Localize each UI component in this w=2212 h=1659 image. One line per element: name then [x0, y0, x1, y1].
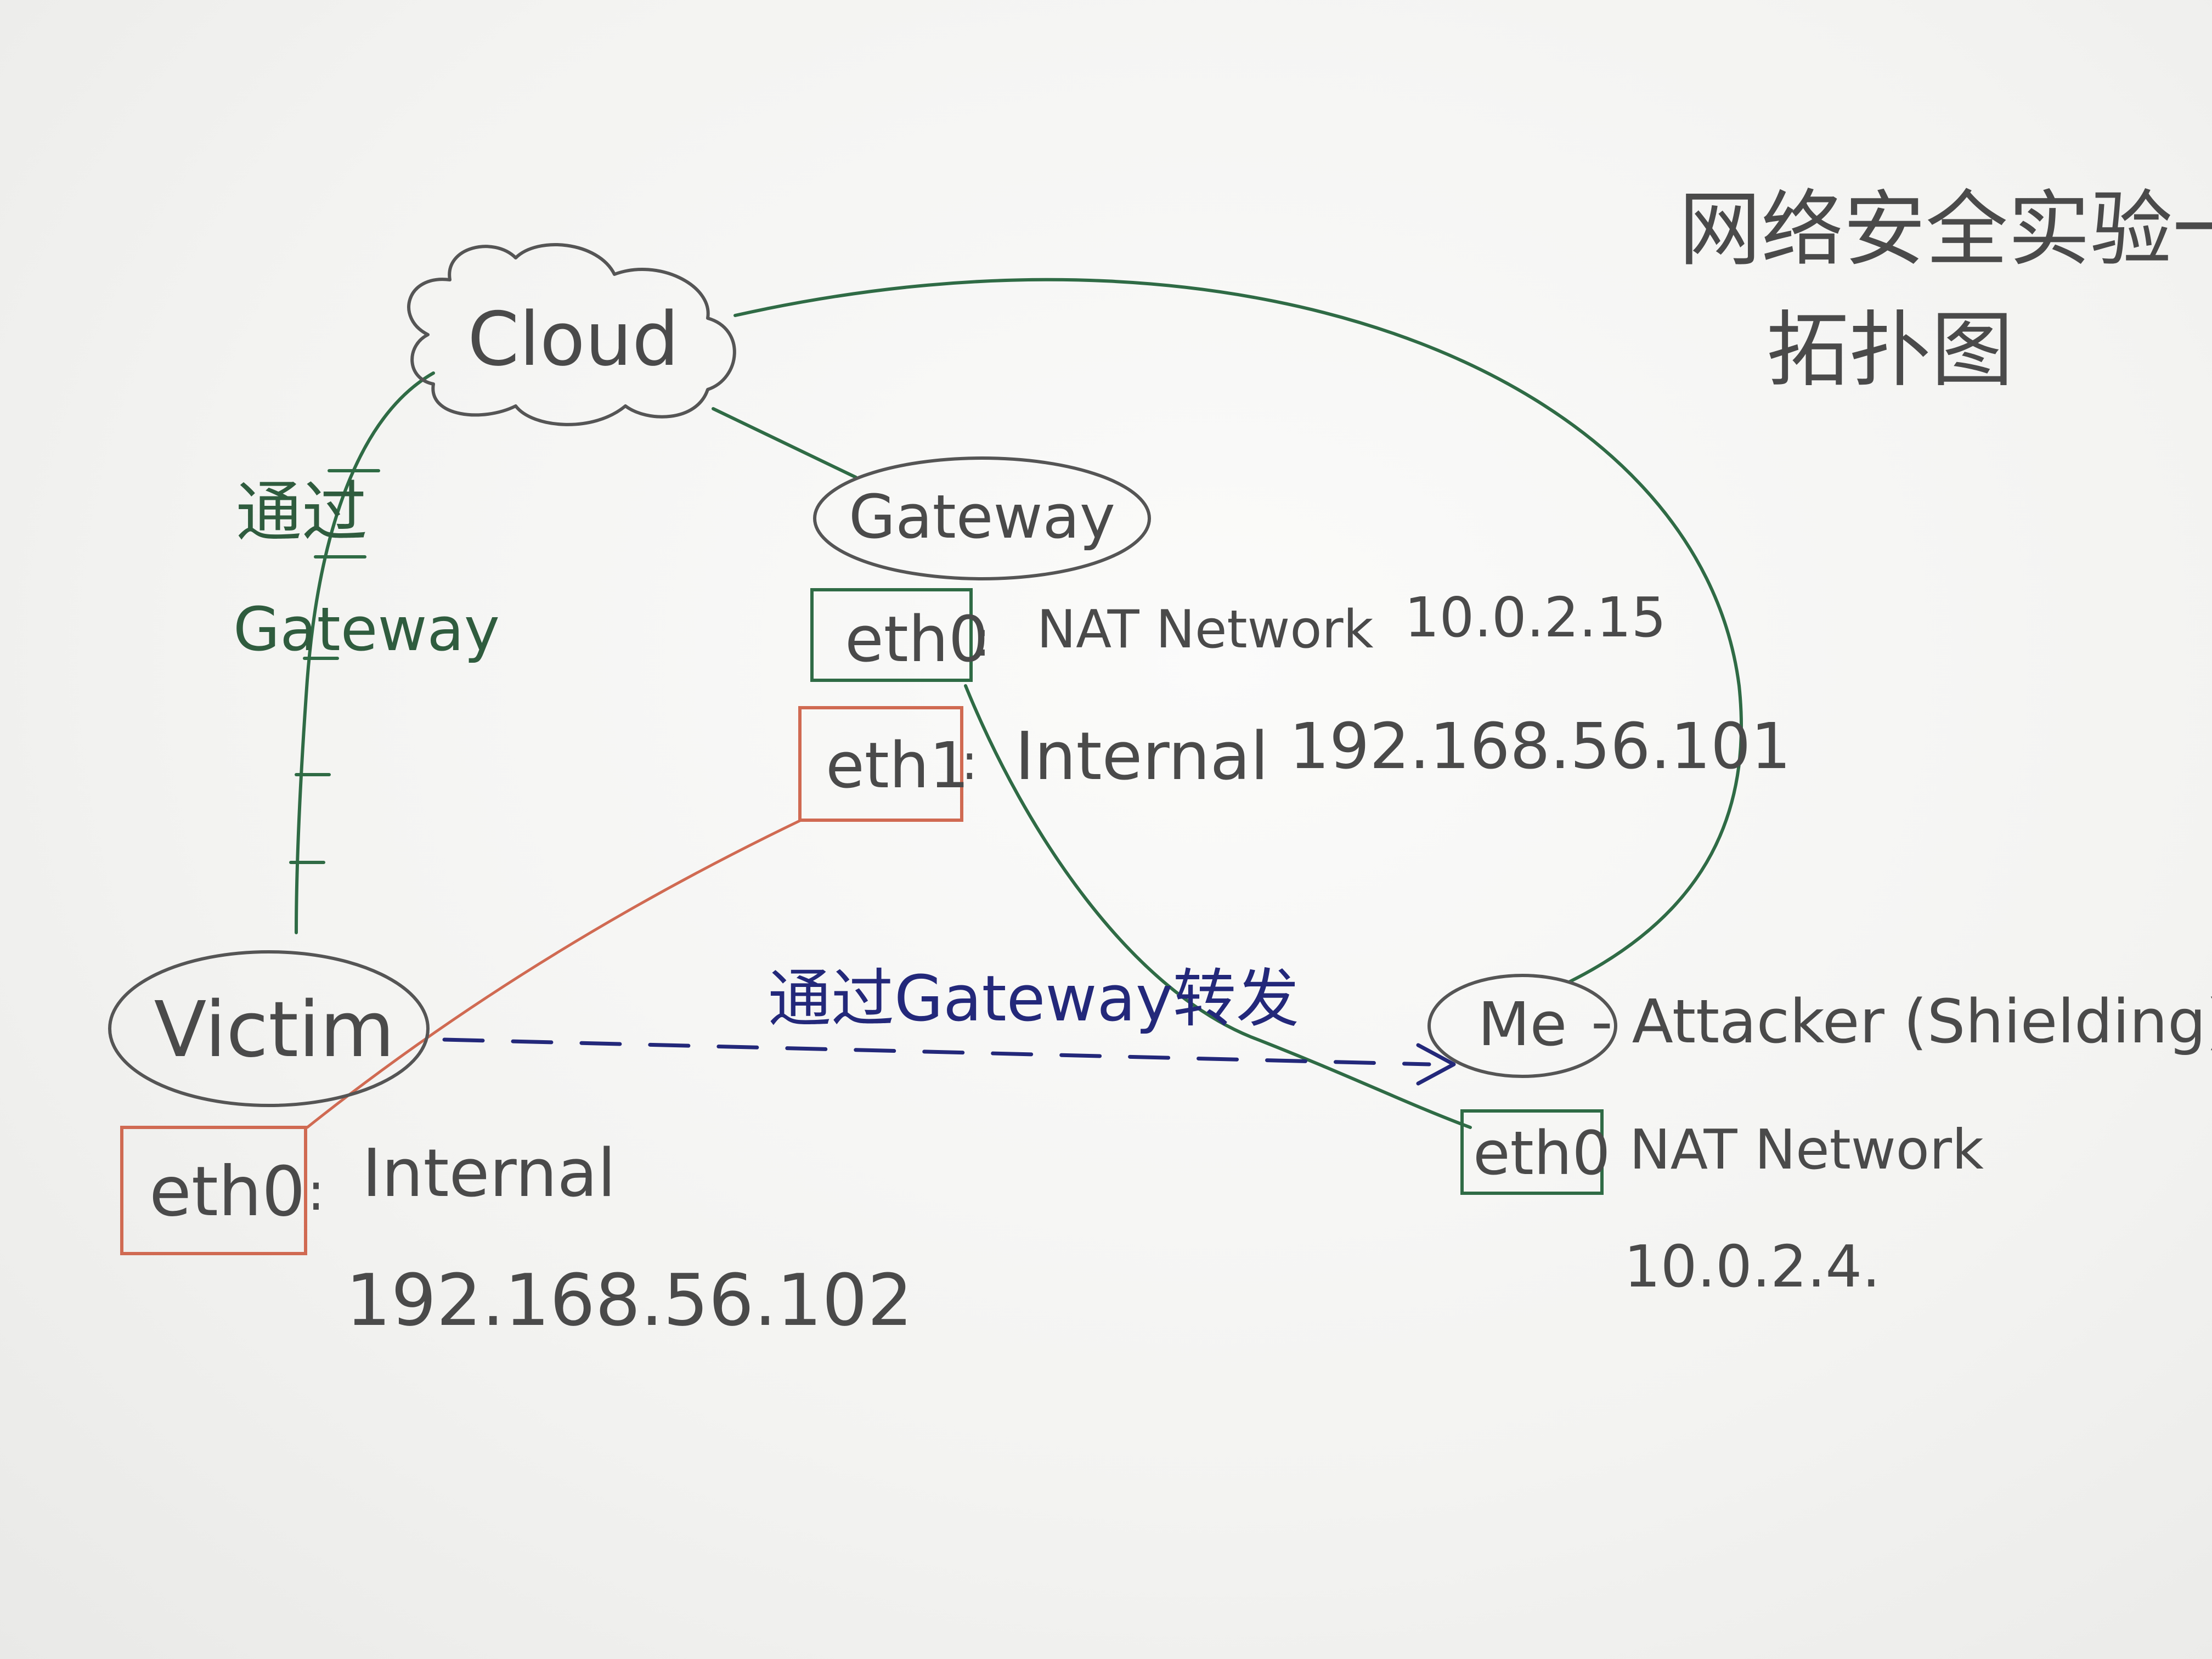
me-node: Me	[1427, 974, 1617, 1078]
gateway-eth1-separator: :	[961, 733, 978, 791]
link-cloud-gateway	[712, 407, 857, 479]
victim-ellipse	[108, 950, 430, 1107]
link-gateway-eth0-me-eth0	[964, 684, 1472, 1129]
me-eth0-interface: eth0 NAT Network 10.0.2.4.	[1460, 1109, 1984, 1300]
gateway-label: Gateway	[849, 482, 1115, 552]
gateway-eth0-name: eth0	[845, 603, 989, 676]
victim-eth0-name: eth0	[149, 1152, 306, 1232]
victim-eth0-ip: 192.168.56.102	[346, 1259, 913, 1342]
gateway-eth1-interface: eth1 : Internal 192.168.56.101	[798, 706, 1791, 822]
me-eth0-name: eth0	[1473, 1118, 1611, 1188]
victim-node: Victim	[108, 950, 430, 1107]
me-eth0-ip: 10.0.2.4.	[1624, 1233, 1881, 1300]
gateway-eth0-ip: 10.0.2.15	[1404, 585, 1666, 650]
link-gateway-eth1-victim-eth0	[306, 819, 803, 1129]
gateway-eth0-separator: :	[974, 610, 990, 668]
diagram-title: 网络安全实验一	[1679, 182, 2212, 278]
link-hatch-marks	[289, 469, 380, 864]
victim-eth0-network: Internal	[362, 1136, 616, 1212]
victim-eth0-box	[120, 1126, 307, 1255]
victim-label: Victim	[154, 985, 395, 1075]
gateway-eth1-network: Internal	[1015, 719, 1268, 795]
gateway-eth1-ip: 192.168.56.101	[1289, 710, 1791, 783]
victim-eth0-separator: :	[307, 1162, 325, 1222]
gateway-eth1-box	[798, 706, 963, 822]
gateway-node: Gateway	[813, 456, 1151, 580]
victim-me-link-note: 通过Gateway转发	[768, 962, 1299, 1036]
me-eth0-network: NAT Network	[1629, 1118, 1984, 1182]
arrowhead-icon	[1416, 1043, 1456, 1086]
gateway-ellipse	[813, 456, 1151, 580]
victim-eth0-interface: eth0 : Internal 192.168.56.102	[120, 1126, 913, 1342]
attacker-label: - Attacker (Shielding)	[1591, 986, 2212, 1057]
cloud-victim-link-note-line2: Gateway	[233, 594, 500, 664]
gateway-eth0-interface: eth0 : NAT Network 10.0.2.15	[810, 585, 1666, 682]
link-victim-me-forwarding	[442, 1037, 1431, 1066]
me-label: Me	[1478, 989, 1567, 1059]
gateway-eth1-name: eth1	[826, 729, 969, 803]
cloud-icon	[407, 243, 736, 426]
gateway-eth0-network: NAT Network	[1037, 600, 1374, 660]
cloud-label: Cloud	[467, 296, 679, 382]
cloud-node: Cloud	[407, 243, 736, 426]
gateway-eth0-box	[810, 588, 973, 682]
link-cloud-victim	[295, 371, 435, 934]
me-eth0-box	[1460, 1109, 1604, 1195]
diagram-subtitle: 拓扑图	[1767, 303, 2013, 398]
cloud-victim-link-note-line1: 通过	[236, 475, 368, 551]
link-cloud-me	[733, 278, 1743, 984]
me-ellipse	[1427, 974, 1617, 1078]
